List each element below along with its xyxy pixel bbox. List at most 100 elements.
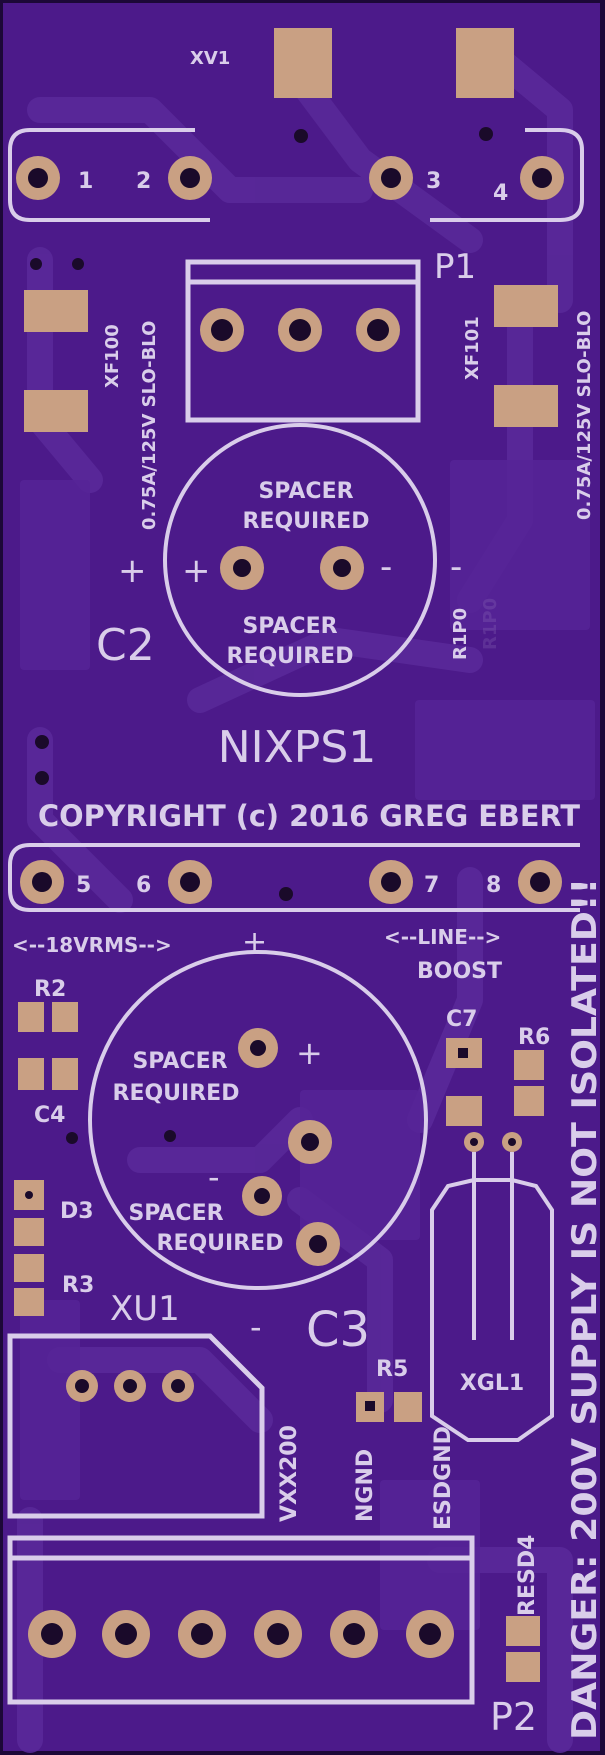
pin-label-6: 6 <box>136 873 151 898</box>
c3-minus-outer: - <box>250 1308 262 1346</box>
c3-spacer-top-2: REQUIRED <box>113 1081 240 1106</box>
c2-spacer-top-2: REQUIRED <box>243 509 370 534</box>
pin-label-4: 4 <box>493 181 508 206</box>
r1p0-ghost-label: R1P0 <box>480 598 501 650</box>
xv1-pad-right <box>456 28 514 98</box>
r6-pad-2 <box>514 1086 544 1116</box>
c2-pin-minus-hole <box>333 559 351 577</box>
xu1-label: XU1 <box>110 1289 180 1329</box>
xf100-label: XF100 <box>102 324 123 388</box>
r3-pad-1 <box>14 1254 44 1282</box>
r3-label: R3 <box>62 1273 94 1298</box>
xgl1-label: XGL1 <box>460 1371 524 1396</box>
p2-pins <box>28 1610 454 1658</box>
boost-label: BOOST <box>417 959 502 984</box>
r6-label: R6 <box>518 1025 550 1050</box>
ngnd-label: NGND <box>353 1449 378 1522</box>
xf101-pad-top <box>494 285 558 327</box>
via <box>35 735 49 749</box>
xv1-pad-left <box>274 28 332 98</box>
c3-pin-3-hole <box>309 1235 327 1253</box>
c3-minus-inner: - <box>208 1158 220 1196</box>
d3-pad-2 <box>14 1218 44 1246</box>
via <box>294 129 308 143</box>
via <box>72 258 84 270</box>
center-plus: + <box>242 925 267 960</box>
p1-pins <box>200 308 400 352</box>
r5-pad-2 <box>394 1392 422 1422</box>
via <box>479 127 493 141</box>
top-header-outline <box>8 128 210 222</box>
xf100-pad-top <box>24 290 88 332</box>
c3-pin-plus-hole <box>250 1040 266 1056</box>
p1-label: P1 <box>434 247 476 287</box>
copyright-text: COPYRIGHT (c) 2016 GREG EBERT <box>38 799 580 833</box>
via <box>164 1130 176 1142</box>
c3-spacer-bottom-1: SPACER <box>128 1201 223 1226</box>
c7-pad-2 <box>446 1096 482 1126</box>
c3-outline <box>88 950 428 1290</box>
r2-pad-1 <box>18 1002 44 1032</box>
c3-label: C3 <box>306 1302 370 1358</box>
c4-label: C4 <box>34 1103 65 1128</box>
c7-pad-1-mark <box>458 1048 468 1058</box>
c3-plus: + <box>296 1034 323 1072</box>
d3-pad-1-mark <box>25 1191 33 1199</box>
via <box>35 771 49 785</box>
r6-pad-1 <box>514 1050 544 1080</box>
xf101-label: XF101 <box>462 316 483 380</box>
pin-label-3: 3 <box>426 169 441 194</box>
c2-minus-inner: - <box>380 547 392 587</box>
pin-label-7: 7 <box>424 873 439 898</box>
c2-outline <box>163 423 437 697</box>
r3-pad-2 <box>14 1288 44 1316</box>
xgl1-outline <box>430 1178 554 1442</box>
c2-pin-plus-hole <box>233 559 251 577</box>
via <box>279 887 293 901</box>
c7-label: C7 <box>446 1007 477 1032</box>
rms-label: <--18VRMS--> <box>12 933 172 957</box>
xf101-pad-bottom <box>494 385 558 427</box>
resd4-pad-2 <box>506 1652 540 1682</box>
c2-label: C2 <box>96 620 155 671</box>
fuse-rating-left: 0.75A/125V SLO-BLO <box>139 321 160 530</box>
ground-pours <box>20 460 595 1630</box>
c2-spacer-top-1: SPACER <box>258 479 353 504</box>
r2-label: R2 <box>34 977 66 1002</box>
danger-warning: DANGER: 200V SUPPLY IS NOT ISOLATED!! <box>565 878 605 1740</box>
line-label: <--LINE--> <box>384 925 501 949</box>
c3-pin-2-hole <box>301 1133 319 1151</box>
pin-label-1: 1 <box>78 169 93 194</box>
resd4-pad-1 <box>506 1616 540 1646</box>
c2-plus-outer: + <box>118 551 147 591</box>
c3-spacer-bottom-2: REQUIRED <box>157 1231 284 1256</box>
top-header-outline-right <box>430 128 584 222</box>
c4-pad-2 <box>52 1058 78 1090</box>
board-name: NIXPS1 <box>218 722 377 773</box>
d3-label: D3 <box>60 1199 94 1224</box>
xgl1-lead-1-hole <box>470 1138 478 1146</box>
r1p0-label: R1P0 <box>450 608 471 660</box>
resd4-label: RESD4 <box>515 1535 540 1616</box>
top-pins <box>16 156 564 200</box>
xgl1-lead-2-hole <box>508 1138 516 1146</box>
xu1-pins <box>66 1370 194 1402</box>
c2-spacer-bottom-1: SPACER <box>242 614 337 639</box>
xf100-pad-bottom <box>24 390 88 432</box>
c2-spacer-bottom-2: REQUIRED <box>227 644 354 669</box>
mid-pins <box>20 860 562 904</box>
esdgnd-label: ESDGND <box>431 1426 456 1530</box>
vxx200-label: VXX200 <box>277 1425 302 1522</box>
via <box>66 1132 78 1144</box>
p1-outline <box>185 259 421 423</box>
pin-label-2: 2 <box>136 169 151 194</box>
pin-label-8: 8 <box>486 873 501 898</box>
p2-outline <box>7 1535 475 1705</box>
c4-pad-1 <box>18 1058 44 1090</box>
c2-plus-inner: + <box>182 551 211 591</box>
r2-pad-2 <box>52 1002 78 1032</box>
xu1-outline <box>7 1333 265 1519</box>
r5-label: R5 <box>376 1357 408 1382</box>
c2-minus-outer: - <box>450 547 462 587</box>
